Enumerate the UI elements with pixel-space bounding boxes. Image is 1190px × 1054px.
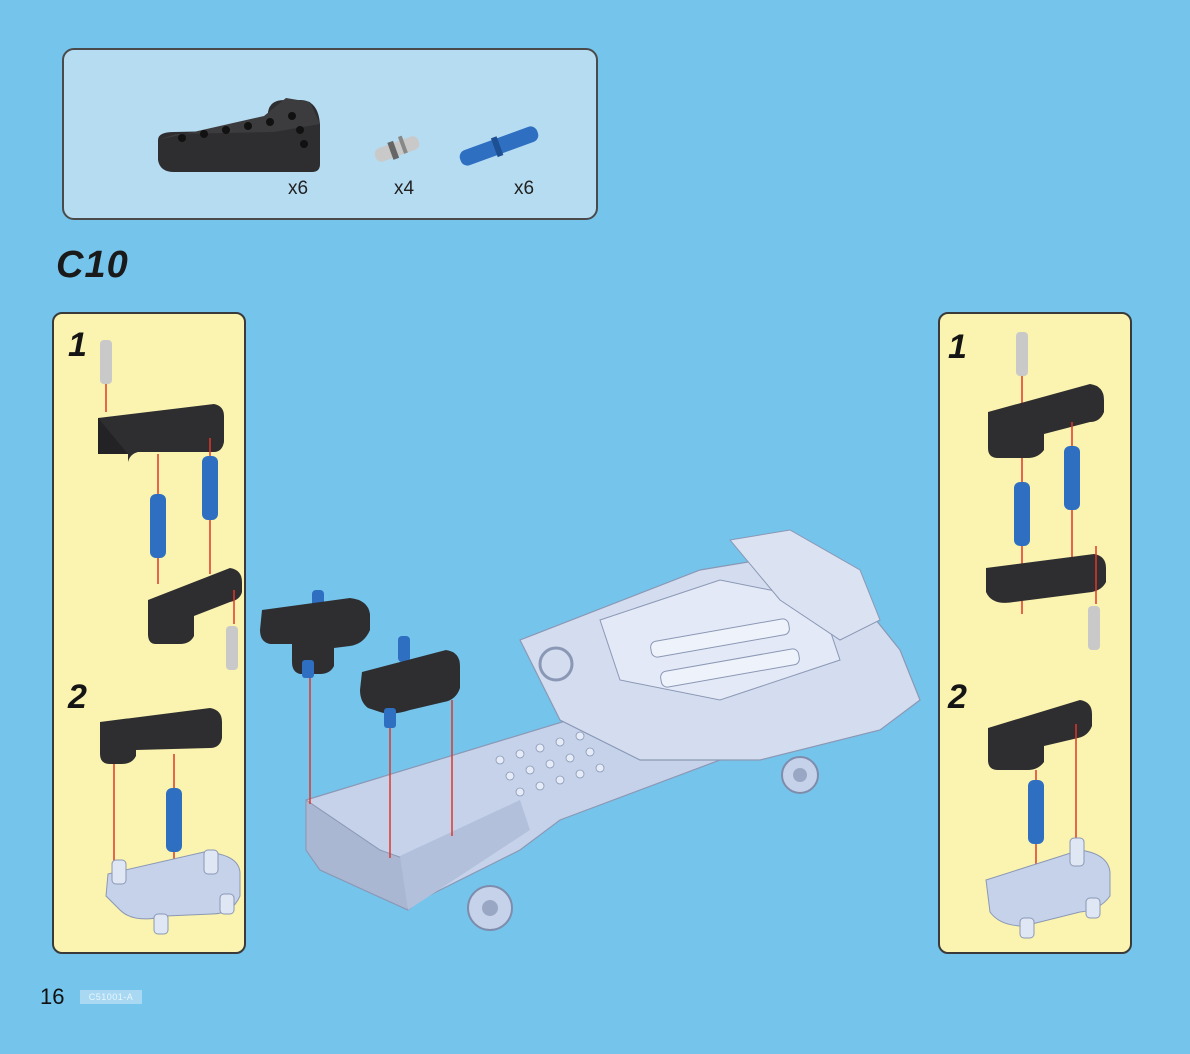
parts-qty-grey-pin: x4 (394, 178, 414, 200)
left-substep-panel: 1 2 (52, 312, 246, 954)
product-code-badge: C51001-A (80, 990, 142, 1004)
parts-qty-beam: x6 (288, 178, 308, 200)
guide-lines (310, 676, 452, 858)
chassis-model (306, 530, 920, 930)
parts-list-box: x6 x4 x6 (62, 48, 598, 220)
page-number: 16 (40, 984, 64, 1010)
step-title: C10 (56, 244, 129, 287)
beam-assembly-2 (360, 636, 460, 728)
pin-grey-icon (373, 135, 421, 164)
left-panel-illustration (54, 314, 248, 956)
axle-pin-blue-icon (458, 124, 541, 167)
l-beam-dark-icon (158, 98, 320, 172)
parts-qty-blue-pin: x6 (514, 178, 534, 200)
beam-assembly-1 (260, 590, 370, 678)
right-panel-illustration (940, 314, 1134, 956)
right-substep-panel: 1 2 (938, 312, 1132, 954)
